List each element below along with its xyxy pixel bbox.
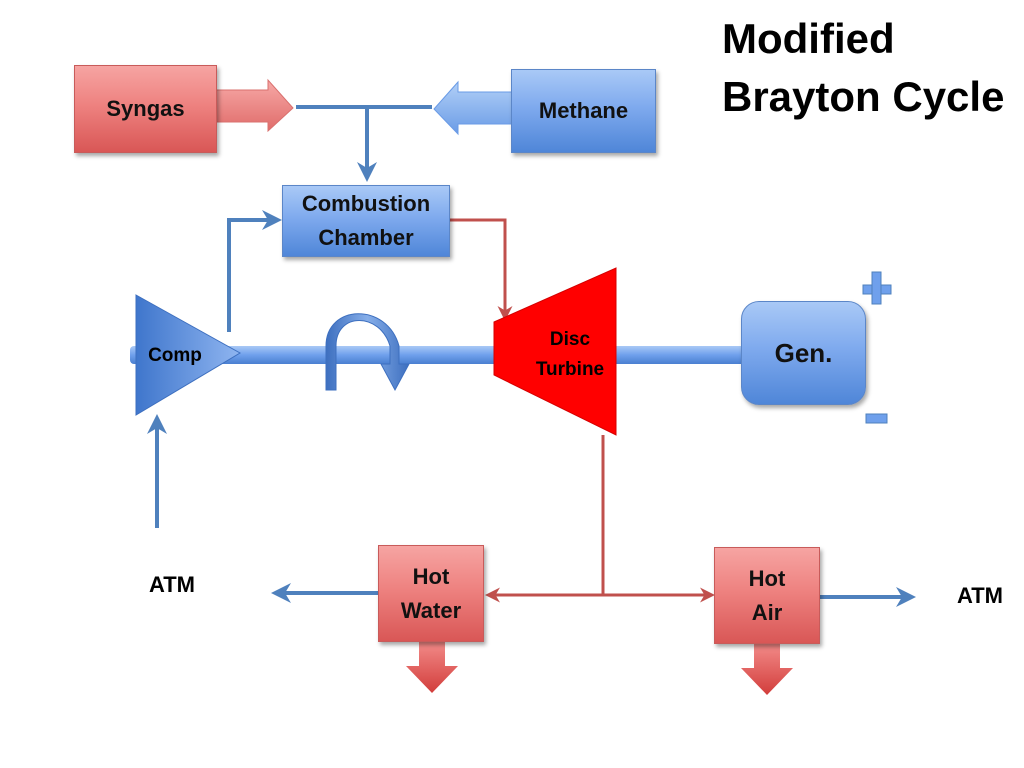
methane-box: Methane (511, 69, 656, 153)
atm-right-label: ATM (956, 583, 1004, 608)
methane-label: Methane (538, 98, 629, 123)
hot-water-down-arrow (406, 641, 458, 693)
combustion-chamber-box: Combustion Chamber (282, 185, 450, 257)
syngas-label: Syngas (106, 96, 185, 121)
hot-water-box: Hot Water (378, 545, 484, 642)
minus-icon (865, 413, 888, 424)
hot-water-label-line1: Hot (412, 563, 450, 589)
combustion-chamber-label-line2: Chamber (318, 225, 414, 250)
compressor-shape (135, 294, 242, 416)
combustion-chamber-label-line1: Combustion (301, 191, 431, 216)
plus-icon (862, 271, 892, 305)
syngas-box: Syngas (74, 65, 217, 153)
hot-water-label-line2: Water (400, 597, 462, 623)
hot-air-label-line1: Hot (748, 565, 786, 591)
disc-turbine-label-line2: Turbine (535, 359, 605, 380)
combustion-to-turbine-arrow (450, 218, 513, 321)
methane-arrow (433, 80, 513, 136)
disc-turbine-shape (493, 267, 617, 436)
diagram-title: Modified Brayton Cycle (722, 10, 1022, 126)
disc-turbine-label-line1: Disc (549, 329, 591, 350)
rotation-arrow-icon (325, 313, 410, 392)
generator-box: Gen. (741, 301, 866, 405)
compressor-label: Comp (148, 345, 202, 366)
title-line-2: Brayton Cycle (722, 73, 1005, 120)
compressor-to-combustion-arrow (227, 210, 282, 332)
hot-air-down-arrow (741, 643, 793, 695)
hot-air-label-line2: Air (751, 599, 783, 625)
syngas-arrow (214, 78, 294, 133)
hot-air-box: Hot Air (714, 547, 820, 644)
generator-label: Gen. (774, 338, 833, 368)
title-line-1: Modified (722, 15, 895, 62)
atm-left-label: ATM (148, 572, 196, 597)
disc-turbine-label: Disc Turbine (520, 325, 620, 385)
